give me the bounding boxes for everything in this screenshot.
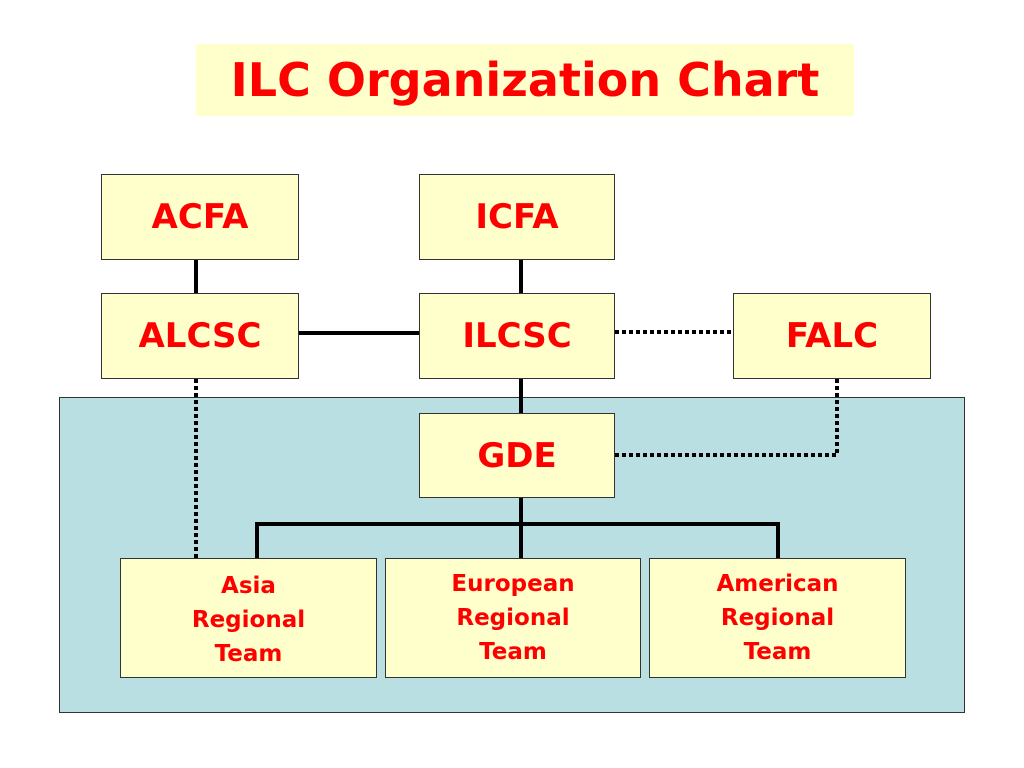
asia-regional-team-box: Asia Regional Team — [120, 558, 377, 678]
gde-box: GDE — [419, 413, 615, 498]
asia-team-line-2: Regional — [191, 607, 306, 633]
american-team-line-3: Team — [743, 639, 812, 665]
american-team-line-2: Regional — [720, 605, 835, 631]
european-team-line-2: Regional — [456, 605, 570, 631]
acfa-box: ACFA — [101, 174, 299, 260]
falc-gde-dotted — [615, 379, 839, 457]
alcsc-box: ALCSC — [101, 293, 299, 379]
european-team-line-3: Team — [479, 639, 547, 665]
american-regional-team-box: American Regional Team — [649, 558, 906, 678]
ilcsc-box: ILCSC — [419, 293, 615, 379]
asia-team-line-3: Team — [214, 641, 283, 667]
european-regional-team-box: European Regional Team — [385, 558, 641, 678]
chart-title: ILC Organization Chart — [196, 44, 854, 116]
european-team-line-1: European — [451, 571, 575, 597]
asia-team-line-1: Asia — [221, 573, 276, 599]
american-team-line-1: American — [716, 571, 839, 597]
icfa-box: ICFA — [419, 174, 615, 260]
falc-box: FALC — [733, 293, 931, 379]
